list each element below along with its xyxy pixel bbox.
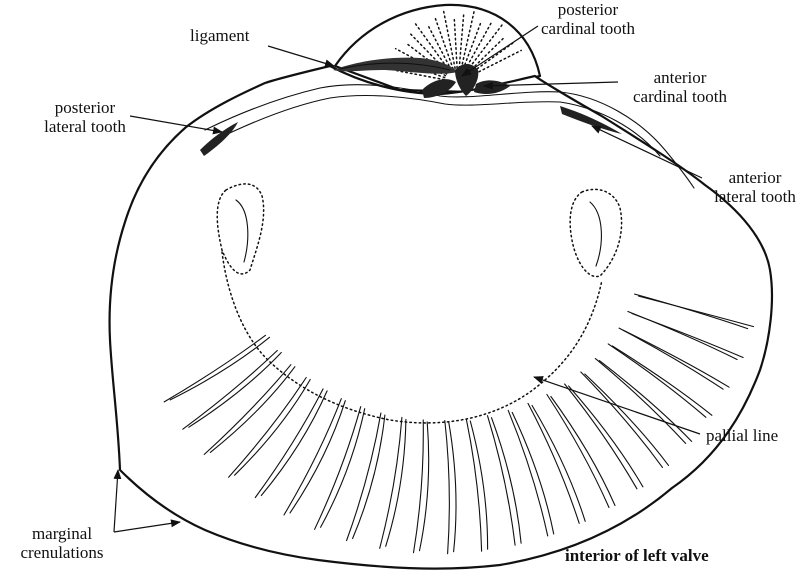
posterior-lateral-tooth-label-line2: lateral tooth	[30, 117, 140, 136]
crenulations-leader-upper	[114, 470, 118, 532]
anterior-cardinal-tooth-label: anterior cardinal tooth	[610, 68, 750, 106]
valve-outline	[110, 66, 772, 569]
marginal-crenulations-label-line2: crenulations	[12, 543, 112, 562]
posterior-lateral-tooth-label: posterior lateral tooth	[30, 98, 140, 136]
posterior-lateral-tooth-label-line1: posterior	[30, 98, 140, 117]
anterior-lateral-tooth-label: anterior lateral tooth	[700, 168, 810, 206]
umbo	[335, 5, 540, 92]
pallial-line-label: pallial line	[706, 426, 778, 445]
ligament-label: ligament	[190, 26, 249, 45]
anterior-lateral-tooth-label-line2: lateral tooth	[700, 187, 810, 206]
posterior-cardinal-tooth-label-line1: posterior	[528, 0, 648, 19]
posterior-cardinal-tooth-label-line2: cardinal tooth	[528, 19, 648, 38]
anterior-cardinal-tooth-label-line2: cardinal tooth	[610, 87, 750, 106]
ligament-leader	[268, 46, 334, 66]
posterior-cardinal-tooth-label: posterior cardinal tooth	[528, 0, 648, 38]
figure-caption: interior of left valve	[565, 546, 709, 565]
crenulations-leader-lower	[114, 522, 180, 532]
anterior-cardinal-tooth-label-line1: anterior	[610, 68, 750, 87]
marginal-crenulations-label: marginal crenulations	[12, 524, 112, 562]
marginal-crenulations-label-line1: marginal	[12, 524, 112, 543]
anterior-lateral-tooth-label-line1: anterior	[700, 168, 810, 187]
